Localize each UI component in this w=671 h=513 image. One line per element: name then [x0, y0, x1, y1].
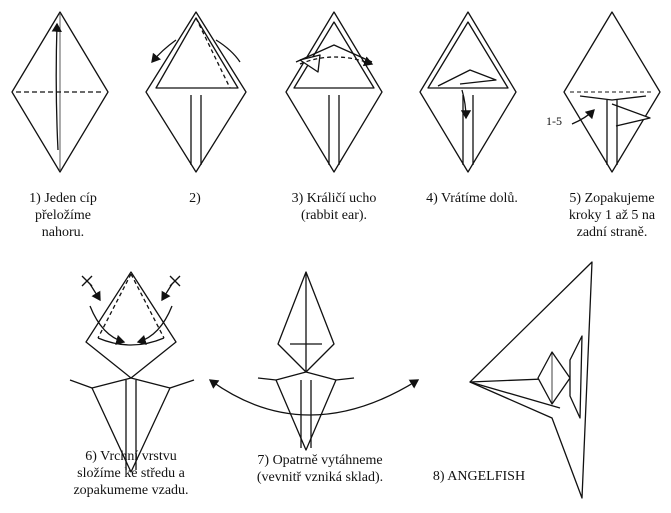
step-7-caption: 7) Opatrně vytáhneme (vevnitř vzniká skl… [256, 453, 384, 485]
step-2-figure [145, 11, 247, 173]
step-3-figure [285, 11, 383, 173]
step-8-caption: 8) ANGELFISH [432, 469, 526, 484]
step-1-caption: 1) Jeden cíp přeložíme nahoru. [29, 191, 97, 240]
step-2-caption: 2) [189, 191, 201, 206]
step-6-figure [69, 271, 195, 473]
step-5-caption: 5) Zopakujeme kroky 1 až 5 na zadní stra… [568, 191, 656, 240]
step-1-figure [11, 11, 109, 173]
step-3-caption: 3) Králičí ucho (rabbit ear). [291, 191, 377, 223]
step-4-caption: 4) Vrátíme dolů. [426, 191, 518, 206]
repeat-label: 1-5 [546, 114, 562, 128]
step-8-angelfish-figure [469, 261, 593, 499]
step-6-caption: 6) Vrchní vrstvu složíme ke středu a zop… [73, 449, 189, 498]
step-5-figure [563, 11, 661, 173]
step-7-figure [208, 271, 420, 451]
step-4-figure [419, 11, 517, 173]
